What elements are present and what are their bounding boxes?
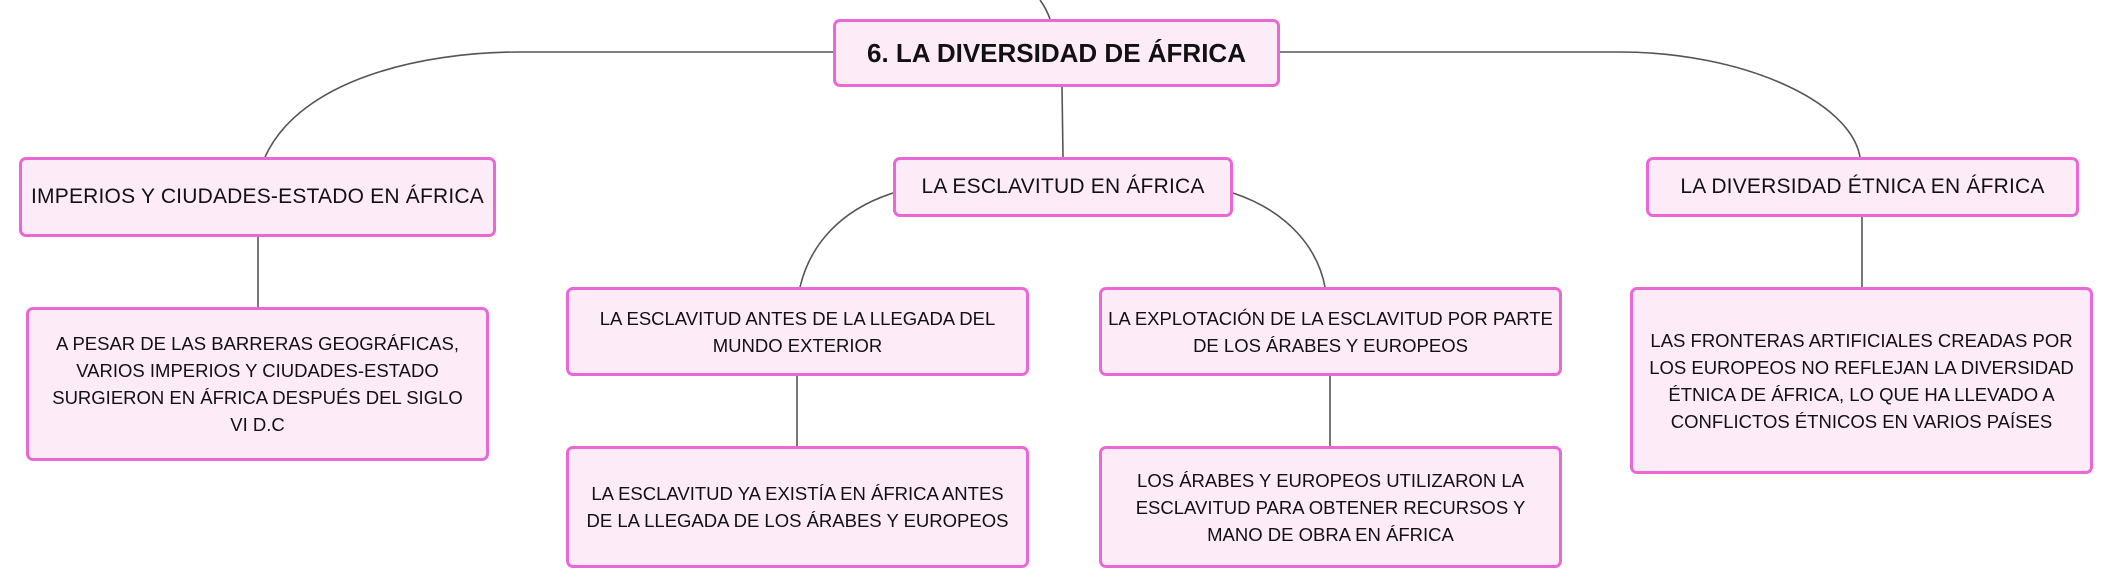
subtopic-slavery-before-label: LA ESCLAVITUD ANTES DE LA LLEGADA DEL MU…: [599, 307, 996, 356]
connector-slavery-before: [799, 192, 894, 288]
leaf-empires-geography-label: A PESAR DE LAS BARRERAS GEOGRÁFICAS, VAR…: [52, 333, 463, 435]
leaf-ethnic-borders-label: LAS FRONTERAS ARTIFICIALES CREADAS POR L…: [1649, 329, 2074, 432]
connector-root-branch-slavery: [1061, 86, 1064, 158]
leaf-slavery-existed[interactable]: LA ESCLAVITUD YA EXISTÍA EN ÁFRICA ANTES…: [566, 446, 1029, 568]
subtopic-slavery-before[interactable]: LA ESCLAVITUD ANTES DE LA LLEGADA DEL MU…: [566, 287, 1029, 376]
branch-empires[interactable]: IMPERIOS Y CIUDADES-ESTADO EN ÁFRICA: [19, 157, 496, 237]
subtopic-slavery-exploitation[interactable]: LA EXPLOTACIÓN DE LA ESCLAVITUD POR PART…: [1099, 287, 1562, 376]
leaf-ethnic-borders[interactable]: LAS FRONTERAS ARTIFICIALES CREADAS POR L…: [1630, 287, 2093, 474]
branch-slavery[interactable]: LA ESCLAVITUD EN ÁFRICA: [893, 157, 1233, 217]
leaf-empires-geography[interactable]: A PESAR DE LAS BARRERAS GEOGRÁFICAS, VAR…: [26, 307, 489, 461]
branch-ethnic-diversity[interactable]: LA DIVERSIDAD ÉTNICA EN ÁFRICA: [1646, 157, 2079, 217]
connector-root-parent: [1039, 0, 1051, 20]
connector-root-branch-ethnic: [1280, 51, 1861, 158]
leaf-slavery-resources-label: LOS ÁRABES Y EUROPEOS UTILIZARON LA ESCL…: [1135, 469, 1526, 545]
root-topic-label: 6. LA DIVERSIDAD DE ÁFRICA: [867, 37, 1246, 68]
root-topic[interactable]: 6. LA DIVERSIDAD DE ÁFRICA: [833, 19, 1280, 87]
branch-empires-label: IMPERIOS Y CIUDADES-ESTADO EN ÁFRICA: [31, 185, 484, 208]
leaf-slavery-existed-label: LA ESCLAVITUD YA EXISTÍA EN ÁFRICA ANTES…: [586, 483, 1009, 531]
connector-root-branch-empires: [264, 51, 833, 158]
leaf-slavery-resources[interactable]: LOS ÁRABES Y EUROPEOS UTILIZARON LA ESCL…: [1099, 446, 1562, 568]
branch-ethnic-diversity-label: LA DIVERSIDAD ÉTNICA EN ÁFRICA: [1680, 175, 2045, 198]
branch-slavery-label: LA ESCLAVITUD EN ÁFRICA: [921, 175, 1205, 198]
subtopic-slavery-exploitation-label: LA EXPLOTACIÓN DE LA ESCLAVITUD POR PART…: [1108, 307, 1553, 356]
connector-slavery-exploitation: [1232, 192, 1326, 288]
